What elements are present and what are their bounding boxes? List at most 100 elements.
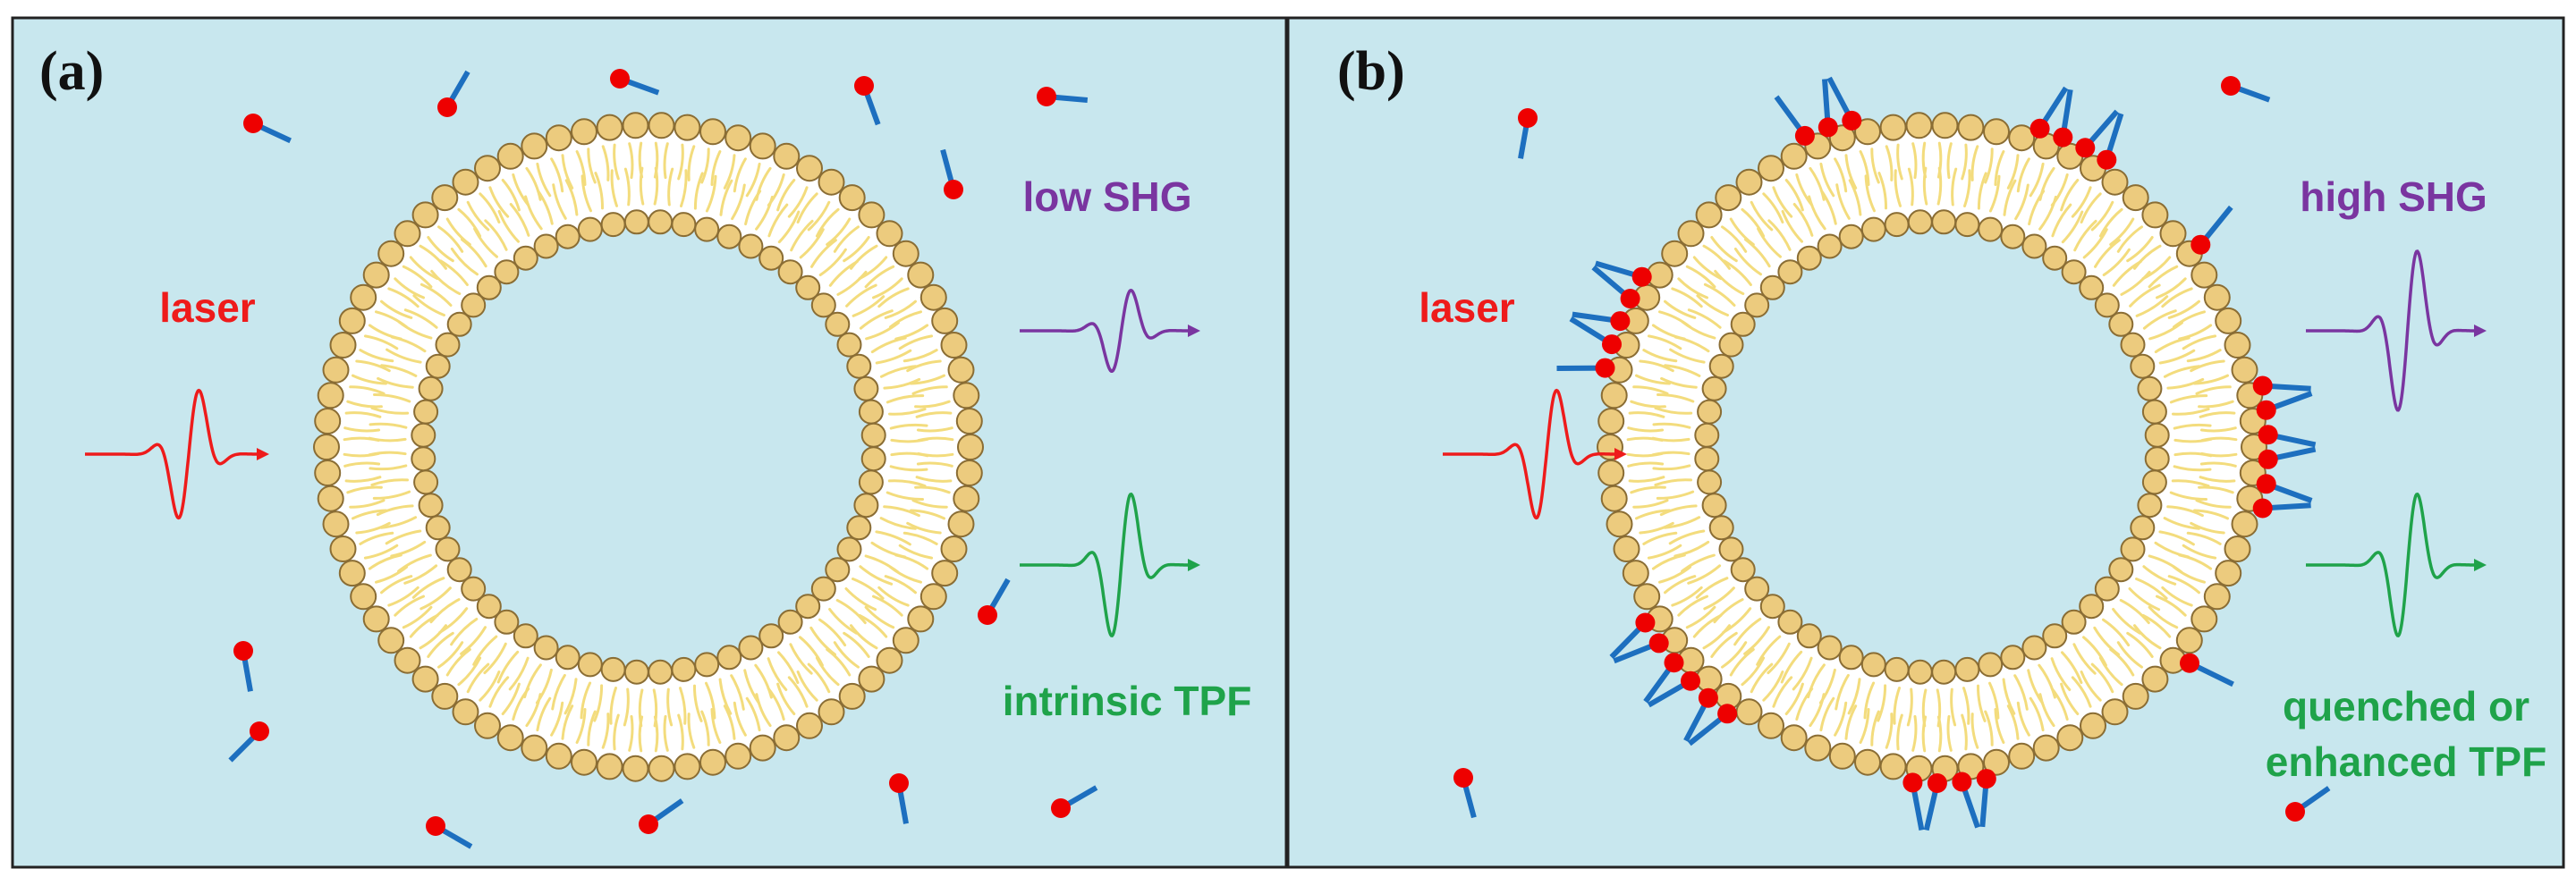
lipid-headgroup xyxy=(435,332,461,358)
lipid-headgroup xyxy=(314,408,342,434)
lipid-headgroup xyxy=(858,399,884,425)
lipid-headgroup xyxy=(2079,274,2105,300)
lipid-headgroup xyxy=(452,698,479,726)
panel-b-laser-label: laser xyxy=(1419,284,1515,331)
lipid-tail xyxy=(368,436,407,443)
lipid-tail xyxy=(575,150,587,186)
lipid-tail xyxy=(1756,635,1782,666)
lipid-tail xyxy=(898,544,934,560)
lipid-tail xyxy=(1767,219,1792,251)
lipid-tail xyxy=(430,269,462,296)
lipid-headgroup xyxy=(674,753,701,780)
lipid-tail xyxy=(488,676,510,708)
lipid-tail xyxy=(799,228,825,259)
lipid-headgroup xyxy=(1633,583,1661,611)
lipid-tail xyxy=(1757,227,1782,258)
lipid-tail xyxy=(850,244,878,270)
lipid-headgroup xyxy=(2061,609,2087,635)
lipid-tail xyxy=(677,143,684,181)
lipid-tail xyxy=(744,190,762,226)
lipid-tail xyxy=(344,476,382,483)
lipid-headgroup xyxy=(860,422,886,448)
lipid-tail xyxy=(916,461,953,468)
lipid-headgroup xyxy=(446,311,472,337)
lipid-tail xyxy=(344,411,382,418)
lipid-tail xyxy=(1807,663,1826,699)
lipid-tail xyxy=(483,642,507,675)
lipid-tail xyxy=(2071,676,2092,708)
bound-molecule-head xyxy=(1635,612,1656,633)
lipid-tail xyxy=(700,148,710,184)
lipid-headgroup xyxy=(1695,665,1723,693)
lipid-headgroup xyxy=(1694,422,1720,448)
lipid-tail xyxy=(1664,299,1697,319)
lipid-tail xyxy=(879,517,917,530)
lipid-tail xyxy=(2142,565,2177,586)
lipid-headgroup xyxy=(846,353,872,379)
molecule-head xyxy=(426,816,445,836)
lipid-tail xyxy=(352,509,387,520)
lipid-tail xyxy=(872,277,903,299)
lipid-tail xyxy=(1743,626,1770,655)
lipid-tail xyxy=(915,476,953,483)
lipid-tail xyxy=(809,626,836,656)
lipid-headgroup xyxy=(622,755,649,782)
lipid-tail xyxy=(2094,239,2121,268)
lipid-headgroup xyxy=(2122,184,2149,212)
lipid-tail xyxy=(2182,334,2217,350)
lipid-tail xyxy=(580,174,592,213)
lipid-tail xyxy=(852,295,886,317)
lipid-tail xyxy=(1936,688,1942,728)
lipid-tail xyxy=(450,618,479,646)
lipid-headgroup xyxy=(1715,184,1742,212)
lipid-tail xyxy=(1820,190,1837,225)
lipid-tail xyxy=(1722,607,1752,634)
lipid-tail xyxy=(2195,499,2232,509)
lipid-headgroup xyxy=(377,240,405,267)
lipid-tail xyxy=(2186,349,2222,363)
lipid-tail xyxy=(902,531,938,545)
lipid-tail xyxy=(1702,624,1731,650)
lipid-tail xyxy=(409,256,439,281)
lipid-tail xyxy=(2174,451,2213,458)
lipid-headgroup xyxy=(853,375,879,401)
lipid-tail xyxy=(628,714,634,752)
panel-a-laser-label: laser xyxy=(159,284,256,331)
lipid-headgroup xyxy=(1735,168,1763,196)
lipid-tail xyxy=(1652,422,1691,429)
lipid-tail xyxy=(445,648,471,677)
lipid-tail xyxy=(859,565,894,586)
lipid-tail xyxy=(743,669,760,704)
lipid-tail xyxy=(731,183,746,221)
lipid-tail xyxy=(1642,349,1678,363)
lipid-tail xyxy=(2082,636,2107,667)
lipid-tail xyxy=(818,248,847,276)
lipid-headgroup xyxy=(425,515,451,541)
lipid-headgroup xyxy=(1730,557,1756,583)
lipid-headgroup xyxy=(1606,510,1633,538)
lipid-tail xyxy=(911,499,948,509)
lipid-tail xyxy=(2135,295,2169,317)
lipid-headgroup xyxy=(648,112,675,139)
lipid-tail xyxy=(419,624,447,650)
panel-a-shg-arrow-icon xyxy=(1188,325,1200,337)
lipid-tail xyxy=(915,411,953,418)
lipid-tail xyxy=(466,662,490,694)
bound-molecule-head xyxy=(1681,670,1700,691)
bound-molecule-head xyxy=(2053,127,2073,148)
lipid-headgroup xyxy=(796,712,823,739)
lipid-headgroup xyxy=(694,216,720,242)
lipid-tail xyxy=(2148,605,2179,629)
lipid-tail xyxy=(1870,148,1880,184)
lipid-headgroup xyxy=(2215,307,2242,334)
lipid-tail xyxy=(2166,377,2205,390)
panel-a-lipid-heads xyxy=(313,112,984,782)
lipid-tail xyxy=(1911,142,1918,180)
lipid-tail xyxy=(2060,179,2080,212)
lipid-tail xyxy=(1635,509,1671,520)
lipid-tail xyxy=(910,374,945,385)
lipid-headgroup xyxy=(860,446,886,472)
lipid-tail xyxy=(380,299,413,319)
lipid-tail xyxy=(864,265,895,289)
lipid-headgroup xyxy=(1978,652,2004,678)
